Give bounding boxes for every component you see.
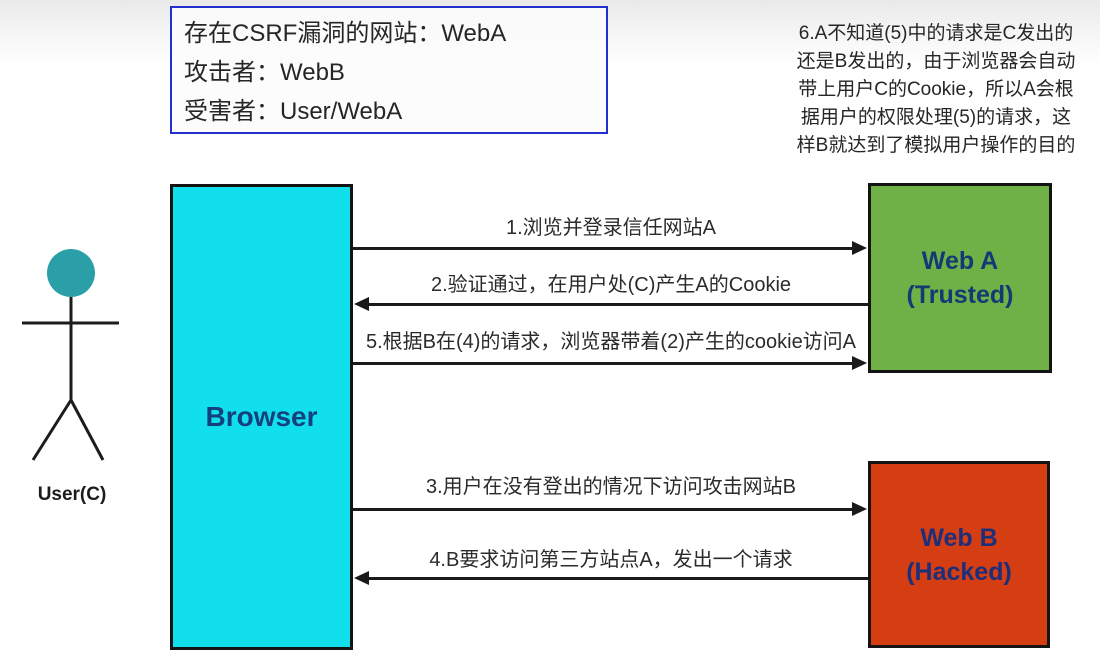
legend-box: 存在CSRF漏洞的网站：WebA 攻击者：WebB 受害者：User/WebA <box>170 6 608 134</box>
arrow-step1-right <box>353 241 867 255</box>
legend-line-victim: 受害者：User/WebA <box>184 98 403 125</box>
legend-line-attacker: 攻击者：WebB <box>184 59 345 86</box>
legend-line-vulnerable-site: 存在CSRF漏洞的网站：WebA <box>184 20 507 47</box>
web-a-subtitle: (Trusted) <box>906 281 1014 309</box>
browser-label: Browser <box>205 401 318 432</box>
user-stick-figure-icon <box>22 249 119 461</box>
user-head <box>47 249 95 297</box>
arrow-label-step1: 1.浏览并登录信任网站A <box>505 217 717 239</box>
user-label: User(C) <box>37 484 107 505</box>
arrow-step2-left <box>354 297 868 311</box>
arrow-label-step3: 3.用户在没有登出的情况下访问攻击网站B <box>425 476 797 498</box>
note-line: 6.A不知道(5)中的请求是C发出的 <box>798 23 1074 44</box>
web-b-node: Web B (Hacked) <box>868 461 1050 648</box>
web-a-title: Web A <box>921 247 999 275</box>
note-line: 样B就达到了模拟用户操作的目的 <box>796 135 1076 156</box>
web-a-node: Web A (Trusted) <box>868 183 1052 373</box>
arrow-label-step4: 4.B要求访问第三方站点A，发出一个请求 <box>429 549 793 571</box>
note-line: 还是B发出的，由于浏览器会自动 <box>796 51 1076 72</box>
browser-node: Browser <box>170 184 353 650</box>
arrow-step4-left <box>354 571 868 585</box>
web-b-title: Web B <box>920 523 998 552</box>
note-line: 据用户的权限处理(5)的请求，这 <box>800 107 1072 128</box>
arrow-label-step2: 2.验证通过，在用户处(C)产生A的Cookie <box>430 274 792 296</box>
arrow-label-step5: 5.根据B在(4)的请求，浏览器带着(2)产生的cookie访问A <box>365 331 857 353</box>
web-b-subtitle: (Hacked) <box>906 557 1012 586</box>
note-line: 带上用户C的Cookie，所以A会根 <box>798 79 1074 100</box>
note-step6: 6.A不知道(5)中的请求是C发出的 还是B发出的，由于浏览器会自动 带上用户C… <box>772 20 1100 160</box>
arrow-step5-right <box>353 356 867 370</box>
arrow-step3-right <box>353 502 867 516</box>
